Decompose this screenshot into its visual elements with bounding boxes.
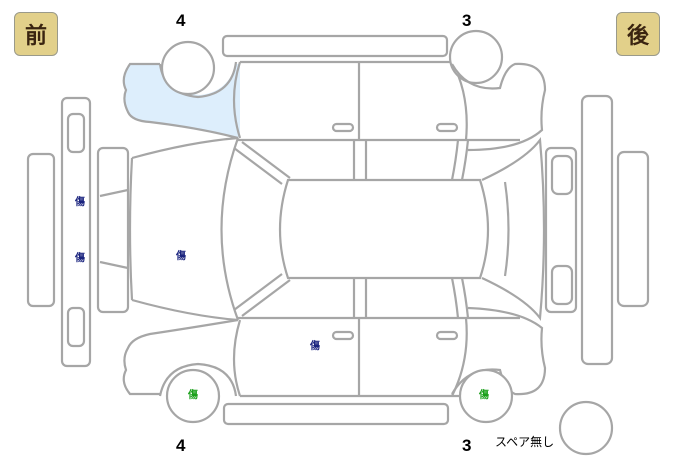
tire-front-left[interactable] — [165, 368, 221, 424]
spare-tire-label: スペア無し — [495, 435, 555, 449]
damage-mark-hood[interactable]: 傷 — [176, 251, 186, 262]
damage-mark-left-rear-wheel[interactable]: 傷 — [479, 390, 489, 401]
damage-mark-left-front-wheel[interactable]: 傷 — [188, 390, 198, 401]
spare-tire[interactable] — [558, 400, 614, 456]
right-front-fender-highlight[interactable] — [123, 64, 240, 138]
right-sill[interactable] — [221, 34, 449, 58]
front-bumper[interactable] — [60, 96, 92, 368]
tire-rear-right[interactable] — [448, 29, 504, 85]
rear-bumper[interactable] — [580, 94, 614, 366]
damage-mark-front-bumper-upper[interactable]: 傷 — [75, 197, 85, 208]
tire-number-front-bottom: 4 — [176, 436, 186, 455]
front-lights[interactable] — [96, 146, 130, 314]
damage-mark-front-bumper-lower[interactable]: 傷 — [75, 253, 85, 264]
front-grille-outer[interactable] — [26, 152, 56, 308]
front-label-badge: 前 — [14, 12, 58, 56]
tire-number-front-top: 4 — [176, 11, 186, 30]
tire-number-rear-top: 3 — [462, 11, 472, 30]
roof-panel[interactable] — [278, 178, 490, 280]
rear-label-badge: 後 — [616, 12, 660, 56]
tire-rear-left[interactable] — [458, 368, 514, 424]
left-sill[interactable] — [222, 402, 450, 426]
damage-mark-left-front-door[interactable]: 傷 — [310, 341, 320, 352]
tire-number-rear-bottom: 3 — [462, 436, 472, 455]
rear-panel-outer[interactable] — [616, 150, 650, 308]
rear-lights[interactable] — [544, 146, 578, 314]
tire-front-right[interactable] — [160, 40, 216, 96]
